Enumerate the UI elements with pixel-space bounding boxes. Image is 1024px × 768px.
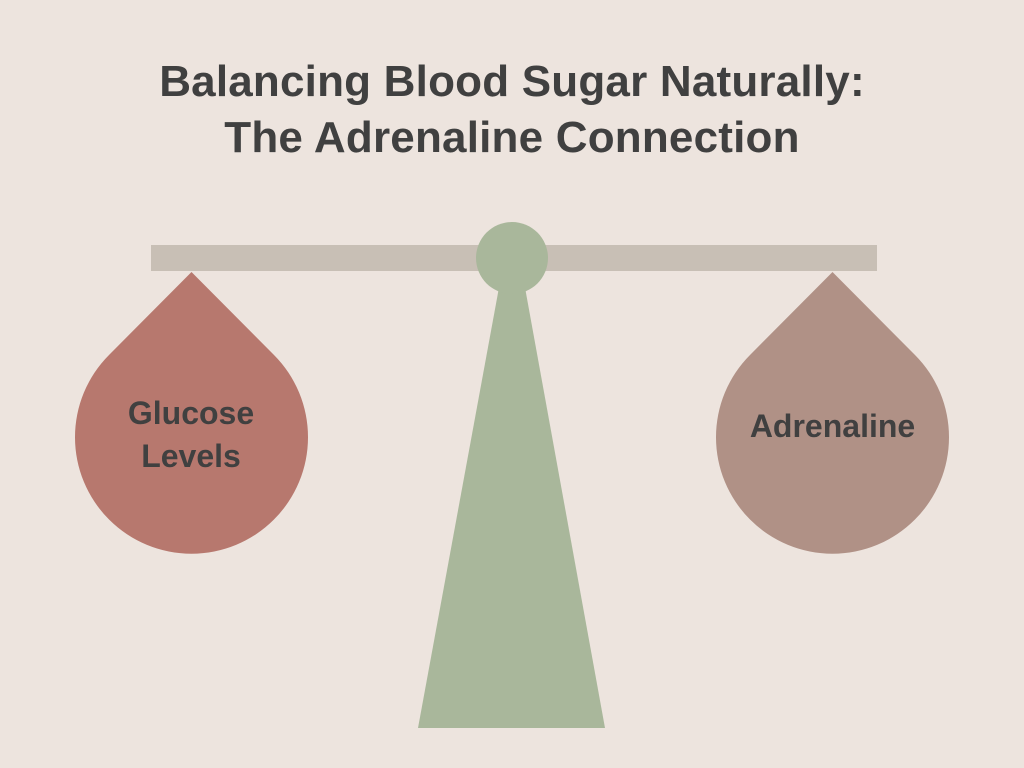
- adrenaline-drop-icon: [715, 272, 949, 554]
- title-line-1: Balancing Blood Sugar Naturally:: [159, 57, 865, 106]
- page-title: Balancing Blood Sugar Naturally: The Adr…: [0, 54, 1024, 166]
- glucose-levels-label: Glucose Levels: [91, 392, 291, 478]
- scale-pivot: [476, 222, 548, 294]
- adrenaline-label: Adrenaline: [712, 405, 953, 448]
- title-line-2: The Adrenaline Connection: [224, 113, 800, 162]
- glucose-label-line-1: Glucose: [127, 395, 255, 431]
- glucose-label-line-2: Levels: [141, 438, 241, 474]
- scale-stand: [418, 282, 605, 728]
- glucose-drop-icon: [75, 272, 308, 554]
- adrenaline-label-text: Adrenaline: [749, 408, 916, 444]
